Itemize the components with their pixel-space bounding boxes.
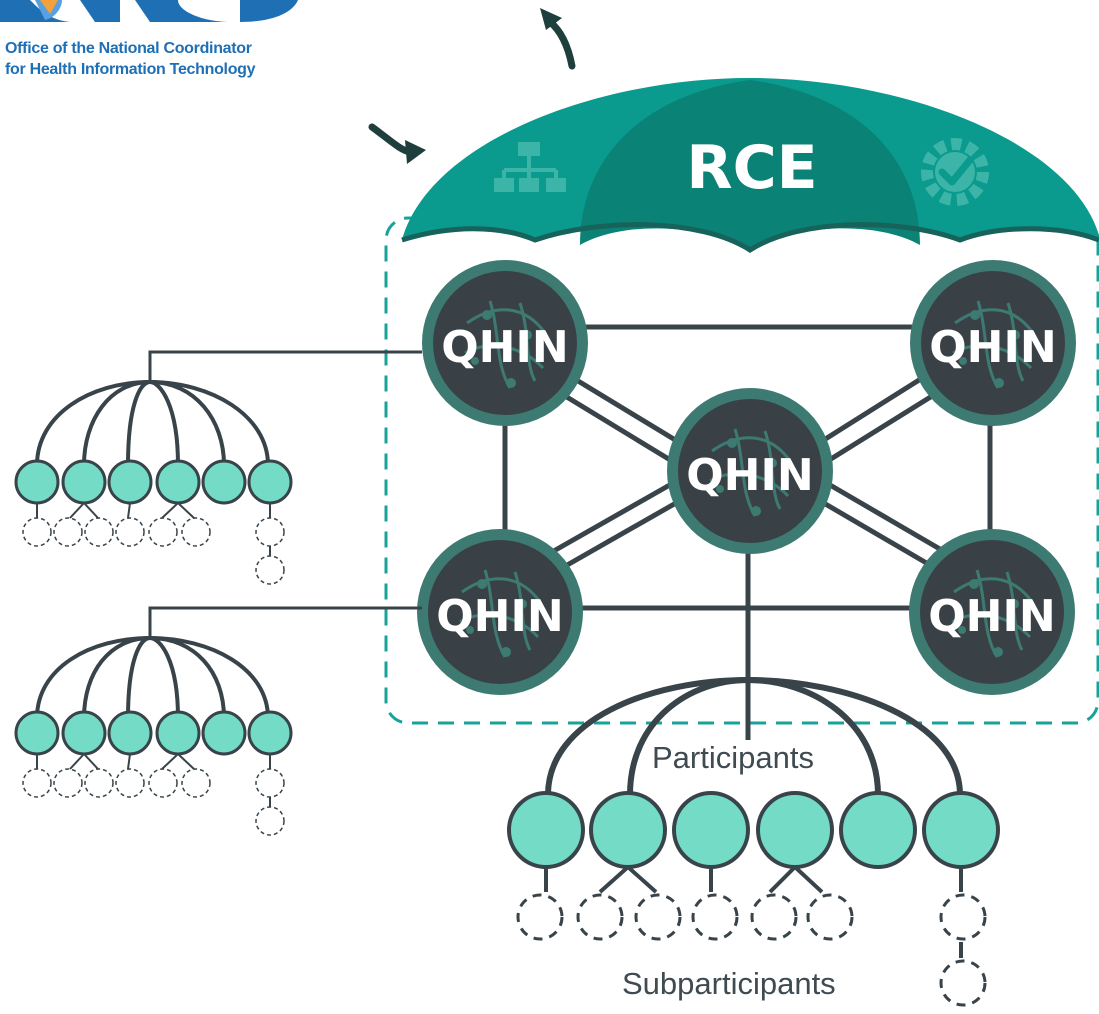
gear-check-icon (921, 138, 989, 206)
qhin-hub-bottom-left: QHIN (417, 529, 583, 695)
org-name-line1: Office of the National Coordinator (5, 40, 252, 57)
org-name: Office of the National Coordinator for H… (5, 38, 256, 80)
qhin-label: QHIN (441, 322, 568, 373)
org-name-line2: for Health Information Technology (5, 61, 256, 78)
subparticipants-label: Subparticipants (622, 966, 836, 1001)
rce-label: RCE (686, 133, 817, 203)
qhin-hub-top-left: QHIN (422, 260, 588, 426)
participants-label: Participants (652, 740, 814, 775)
participant-cluster-left-bottom (14, 606, 422, 836)
participant-cluster-left-top (14, 350, 422, 585)
qhin-label: QHIN (928, 591, 1055, 642)
qhin-hub-bottom-right: QHIN (909, 529, 1075, 695)
arrow-up-icon (540, 8, 576, 70)
hierarchy-icon (494, 142, 566, 192)
participant-cluster-bottom (507, 676, 1000, 1007)
arrow-in-icon (368, 123, 426, 164)
qhin-label: QHIN (686, 450, 813, 501)
qhin-hub-center: QHIN (667, 388, 833, 554)
onc-logo (0, 0, 298, 22)
qhin-label: QHIN (929, 322, 1056, 373)
qhin-label: QHIN (436, 591, 563, 642)
qhin-hub-top-right: QHIN (910, 260, 1076, 426)
rce-umbrella (401, 78, 1099, 253)
